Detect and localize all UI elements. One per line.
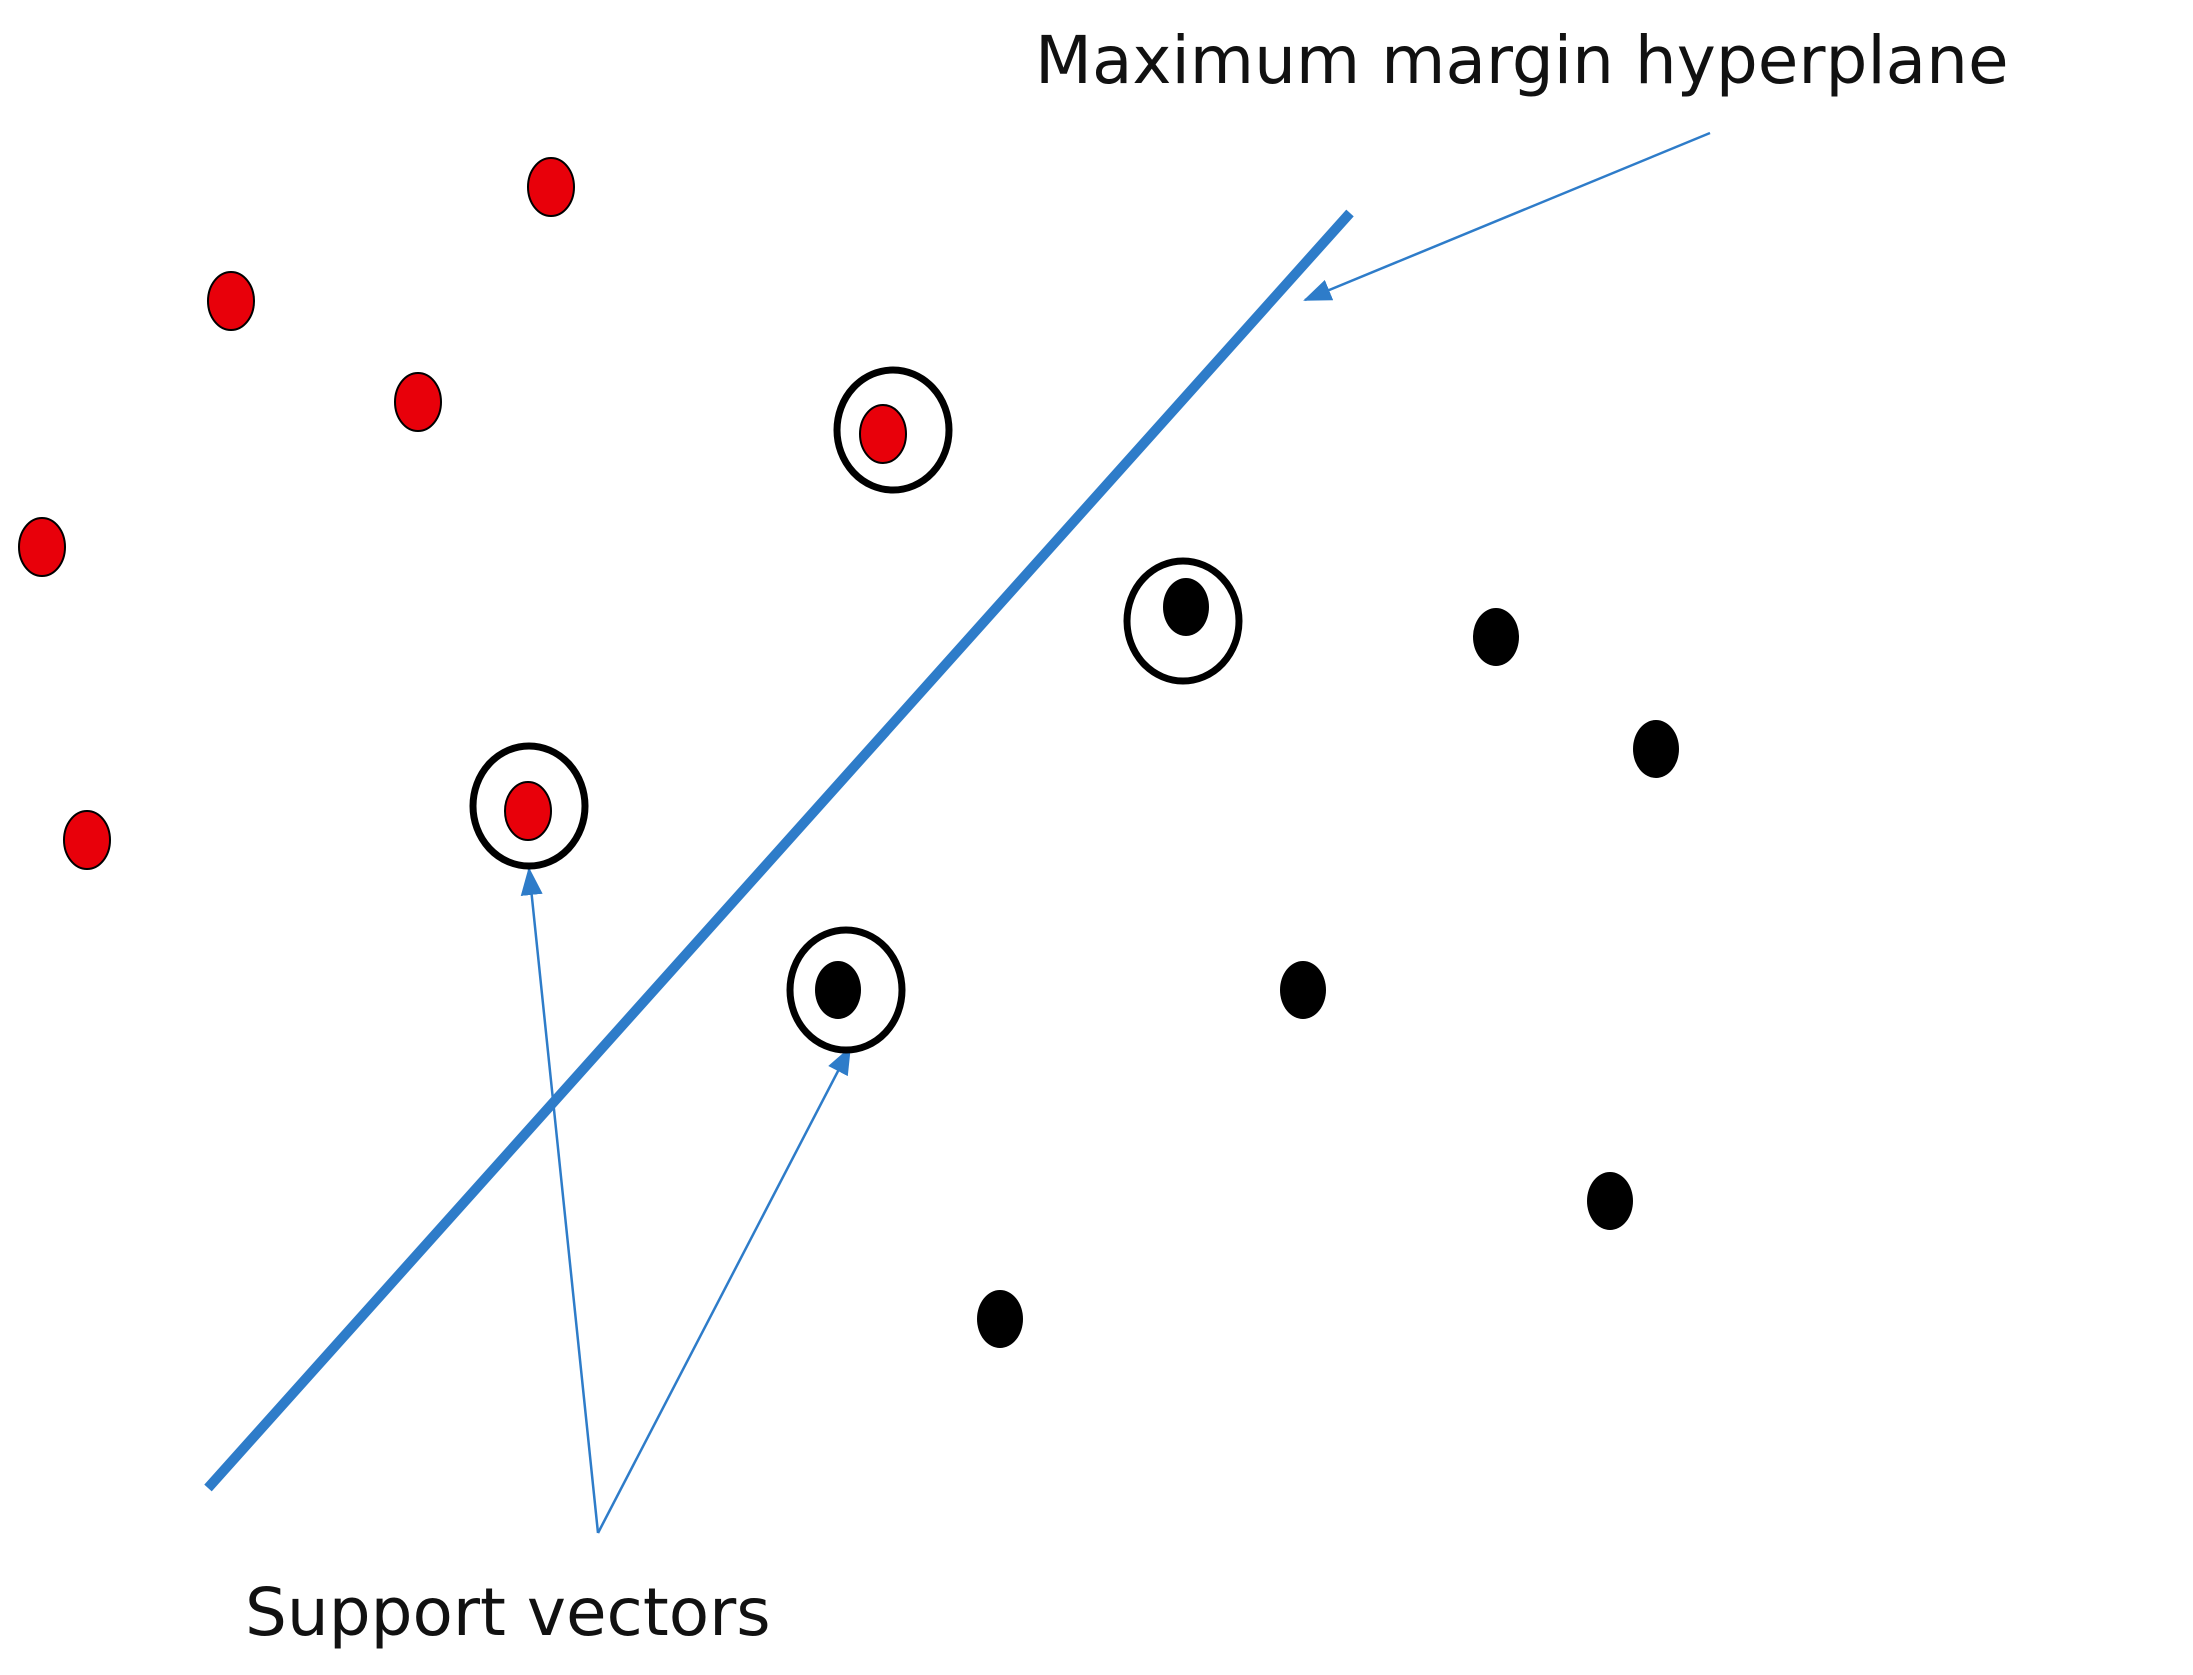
black-support-vector-lower-ring	[786, 926, 906, 1054]
black-support-vector-upper	[1163, 578, 1209, 636]
hyperplane-label: Maximum margin hyperplane	[1035, 22, 2009, 99]
support-arrow-to-black	[596, 1046, 852, 1534]
black-point-5	[977, 1290, 1023, 1348]
red-point-2	[207, 271, 255, 331]
black-point-3	[1280, 961, 1326, 1019]
red-point-5	[63, 810, 111, 870]
support-vectors-label: Support vectors	[245, 1574, 771, 1651]
hyperplane-label-arrow	[1303, 131, 1711, 302]
black-support-vector-lower	[815, 961, 861, 1019]
black-point-4	[1587, 1172, 1633, 1230]
red-support-vector-lower-ring	[469, 742, 589, 870]
red-support-vector-lower	[504, 781, 552, 841]
red-support-vector-upper-ring	[833, 366, 953, 494]
class-b-points	[786, 557, 1679, 1348]
red-point-4	[18, 517, 66, 577]
red-point-1	[527, 157, 575, 217]
red-support-vector-upper	[859, 404, 907, 464]
hyperplane-line	[204, 209, 1354, 1492]
support-arrow-to-red	[520, 867, 600, 1534]
black-point-1	[1473, 608, 1519, 666]
black-support-vector-upper-ring	[1123, 557, 1243, 685]
red-point-3	[394, 372, 442, 432]
black-point-2	[1633, 720, 1679, 778]
class-a-points	[18, 157, 953, 870]
